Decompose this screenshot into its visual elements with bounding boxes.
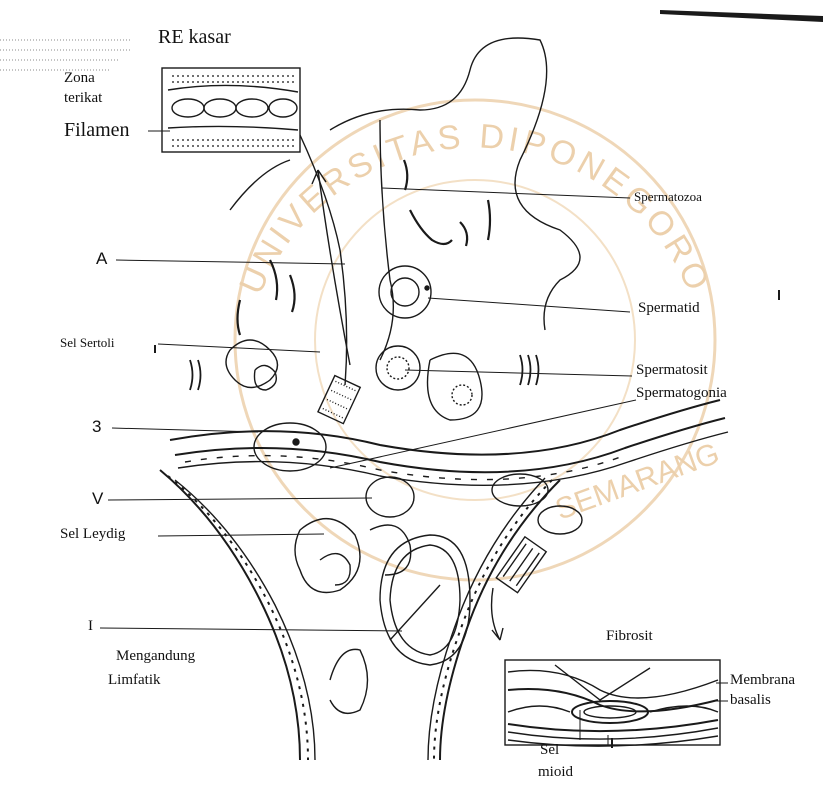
label-re-kasar: RE kasar: [158, 26, 231, 48]
label-membrana: Membrana: [730, 672, 795, 689]
fibrosit-inset: [505, 660, 720, 746]
label-mioid: mioid: [538, 764, 573, 781]
label-sel-sertoli: Sel Sertoli: [60, 336, 115, 350]
label-spermatozoa: Spermatozoa: [634, 190, 702, 204]
label-v: V: [92, 490, 103, 509]
re-kasar-inset: [162, 68, 300, 152]
label-a: A: [96, 250, 107, 269]
label-3: 3: [92, 418, 101, 437]
label-limfatik: Limfatik: [108, 672, 161, 689]
label-terikat: terikat: [64, 90, 102, 107]
label-spermatosit: Spermatosit: [636, 362, 708, 379]
label-filamen: Filamen: [64, 119, 130, 141]
label-mengandung: Mengandung: [116, 648, 195, 665]
label-spermatid: Spermatid: [638, 300, 700, 317]
label-i: I: [88, 618, 93, 635]
label-zona: Zona: [64, 70, 95, 87]
label-spermatogonia: Spermatogonia: [636, 385, 727, 402]
label-basalis: basalis: [730, 692, 771, 709]
label-sel: Sel: [540, 742, 559, 759]
label-fibrosit: Fibrosit: [606, 628, 653, 645]
label-sel-leydig: Sel Leydig: [60, 526, 125, 543]
